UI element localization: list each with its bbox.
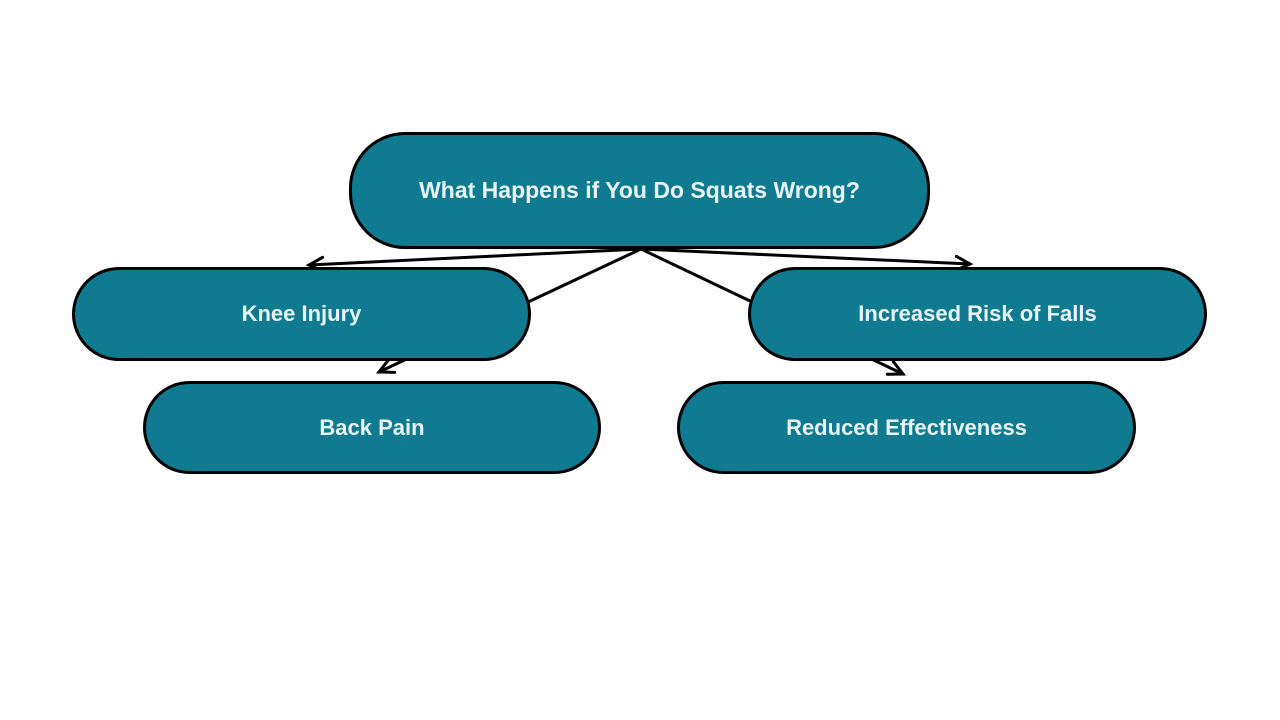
node-reduced-effectiveness-label: Reduced Effectiveness xyxy=(786,414,1027,440)
node-back-pain-label: Back Pain xyxy=(319,414,425,440)
node-back-pain: Back Pain xyxy=(143,381,601,474)
node-reduced-effectiveness: Reduced Effectiveness xyxy=(677,381,1136,474)
node-knee-injury: Knee Injury xyxy=(72,267,531,361)
node-root-label: What Happens if You Do Squats Wrong? xyxy=(419,177,860,203)
edge-root-to-knee-injury xyxy=(305,247,643,273)
node-increased-risk-of-falls: Increased Risk of Falls xyxy=(748,267,1207,361)
node-root: What Happens if You Do Squats Wrong? xyxy=(349,132,930,249)
node-knee-injury-label: Knee Injury xyxy=(241,301,362,326)
node-increased-risk-of-falls-label: Increased Risk of Falls xyxy=(858,301,1097,326)
edge-root-to-increased-risk-of-falls xyxy=(639,247,974,272)
